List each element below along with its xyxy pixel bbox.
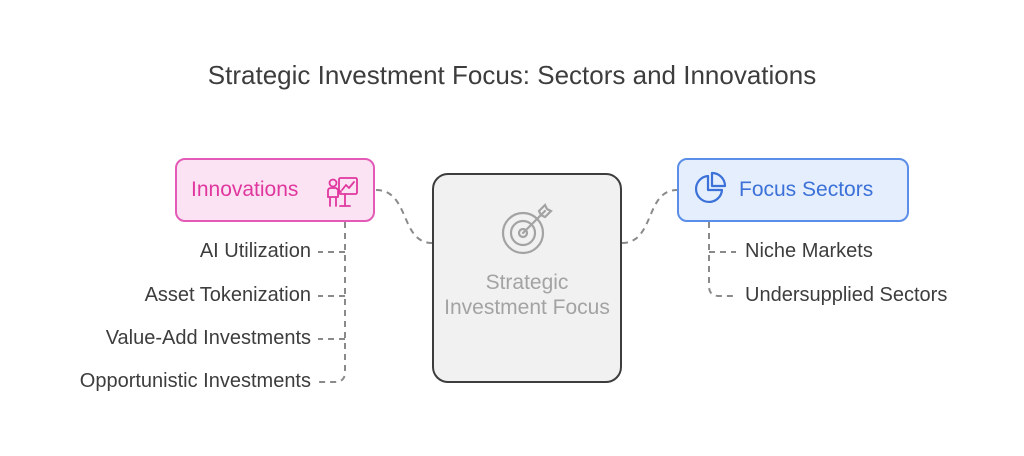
innovation-item-asset-tokenization: Asset Tokenization <box>144 284 311 306</box>
center-label: Strategic Investment Focus <box>444 271 610 319</box>
sector-item-undersupplied: Undersupplied Sectors <box>745 284 948 306</box>
innovations-label: Innovations <box>191 178 299 201</box>
focus-sectors-node: Focus Sectors <box>677 158 909 222</box>
innovation-item-ai-utilization: AI Utilization <box>199 240 311 262</box>
center-node: Strategic Investment Focus <box>432 173 622 383</box>
sector-item-niche-markets: Niche Markets <box>745 240 873 262</box>
innovations-node: Innovations <box>175 158 375 222</box>
connector-center-focus <box>621 189 678 244</box>
focus-trunk <box>708 222 736 297</box>
target-icon <box>495 201 559 262</box>
innovation-item-opportunistic: Opportunistic Investments <box>79 370 311 392</box>
innovation-item-value-add: Value-Add Investments <box>105 327 311 349</box>
innovations-trunk <box>318 222 346 383</box>
pie-chart-icon <box>693 171 727 210</box>
connector-innovations-center <box>375 189 433 244</box>
presenter-chart-icon <box>325 175 359 214</box>
diagram-title: Strategic Investment Focus: Sectors and … <box>207 60 817 90</box>
focus-sectors-label: Focus Sectors <box>739 178 874 201</box>
